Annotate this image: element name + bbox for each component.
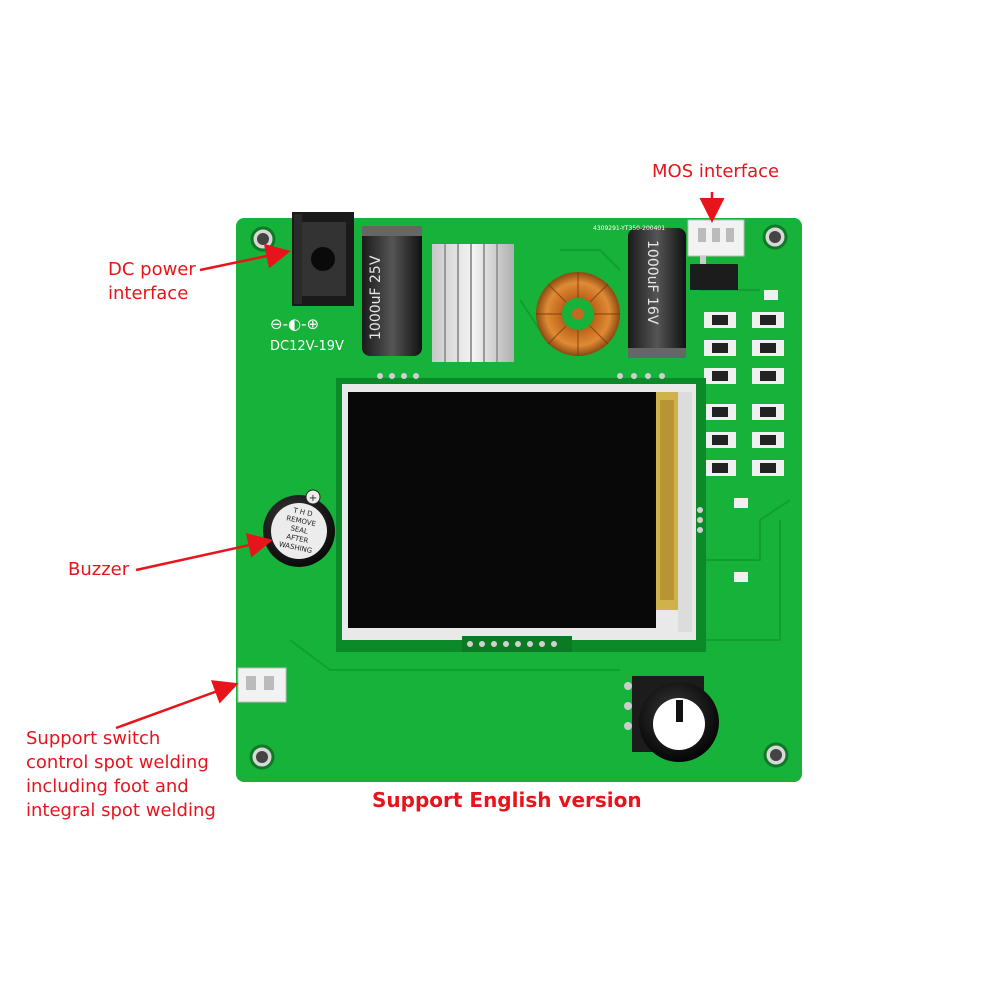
capacitor-icon: 1000uF 25V [362, 226, 422, 356]
lcd-screen [348, 392, 656, 628]
heatsink-icon [432, 244, 514, 362]
arrow-icon [115, 192, 725, 730]
switch-label-4: integral spot welding [26, 800, 216, 821]
voltage-marking: DC12V-19V [270, 339, 344, 354]
mos-interface-label: MOS interface [652, 161, 780, 182]
cap-right-marking: 1000uF 16V [644, 240, 660, 325]
knob-icon [624, 676, 719, 762]
buzzer-label: Buzzer [68, 559, 130, 580]
svg-text:+: + [309, 493, 317, 504]
pcb-code: 4309291-YT350-200401 [593, 225, 665, 232]
dc-power-label-2: interface [108, 283, 189, 304]
capacitor-icon: 1000uF 16V [628, 228, 686, 358]
connector-icon [237, 667, 287, 703]
switch-label-3: including foot and [26, 776, 189, 797]
resistor-array [704, 290, 784, 582]
inductor-icon [536, 272, 620, 356]
dc-power-label-1: DC power [108, 259, 196, 280]
cap-left-marking: 1000uF 25V [368, 255, 384, 340]
mounting-hole-icon [249, 224, 789, 770]
lcd-module [336, 373, 706, 652]
buzzer-icon: T H D REMOVE SEAL AFTER WASHING + [263, 489, 335, 567]
dc-jack-icon [292, 212, 354, 306]
english-version-label: Support English version [372, 788, 642, 812]
buzzer-text-3: SEAL [290, 524, 309, 535]
polarity-marking: ⊖-◐-⊕ [270, 315, 319, 333]
switch-label-2: control spot welding [26, 752, 209, 773]
switch-label-1: Support switch [26, 728, 161, 749]
